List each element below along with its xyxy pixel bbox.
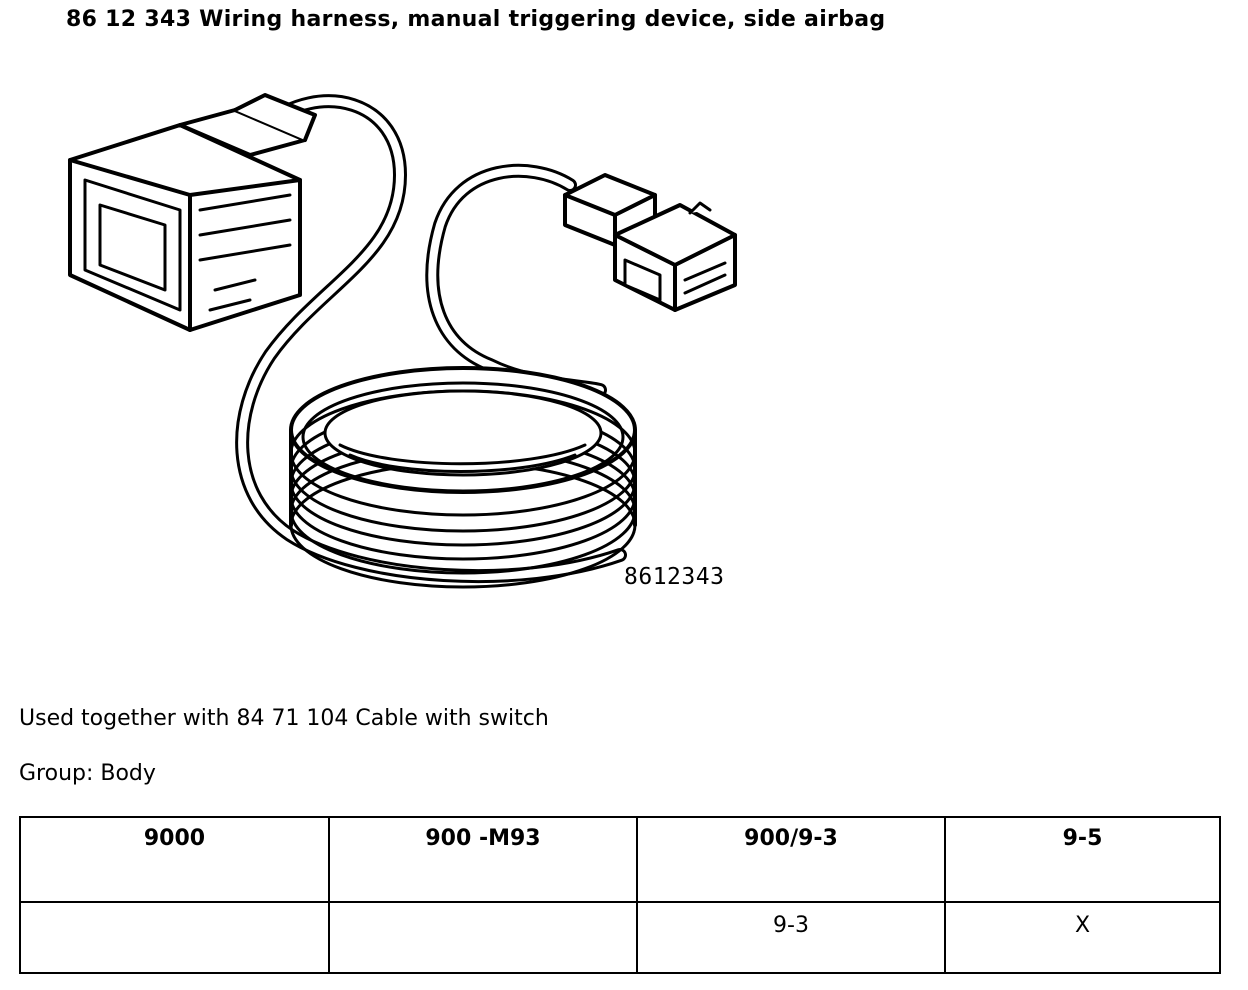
table-cell bbox=[19, 901, 330, 974]
column-header: 900 -M93 bbox=[328, 816, 638, 903]
wiring-harness-illustration bbox=[68, 93, 737, 589]
figure-number: 8612343 bbox=[624, 564, 725, 590]
table-cell: X bbox=[944, 901, 1221, 974]
model-compatibility-table: 9000 900 -M93 900/9-3 9-5 9-3 X bbox=[19, 816, 1221, 974]
document-title: 86 12 343 Wiring harness, manual trigger… bbox=[66, 7, 886, 32]
table-cell: 9-3 bbox=[636, 901, 946, 974]
column-header: 9-5 bbox=[944, 816, 1221, 903]
group-label: Group: Body bbox=[19, 761, 156, 786]
column-header: 900/9-3 bbox=[636, 816, 946, 903]
column-header: 9000 bbox=[19, 816, 330, 903]
table-row: 9-3 X bbox=[19, 901, 1221, 974]
used-together-note: Used together with 84 71 104 Cable with … bbox=[19, 706, 549, 731]
table-cell bbox=[328, 901, 638, 974]
table-header-row: 9000 900 -M93 900/9-3 9-5 bbox=[19, 816, 1221, 903]
